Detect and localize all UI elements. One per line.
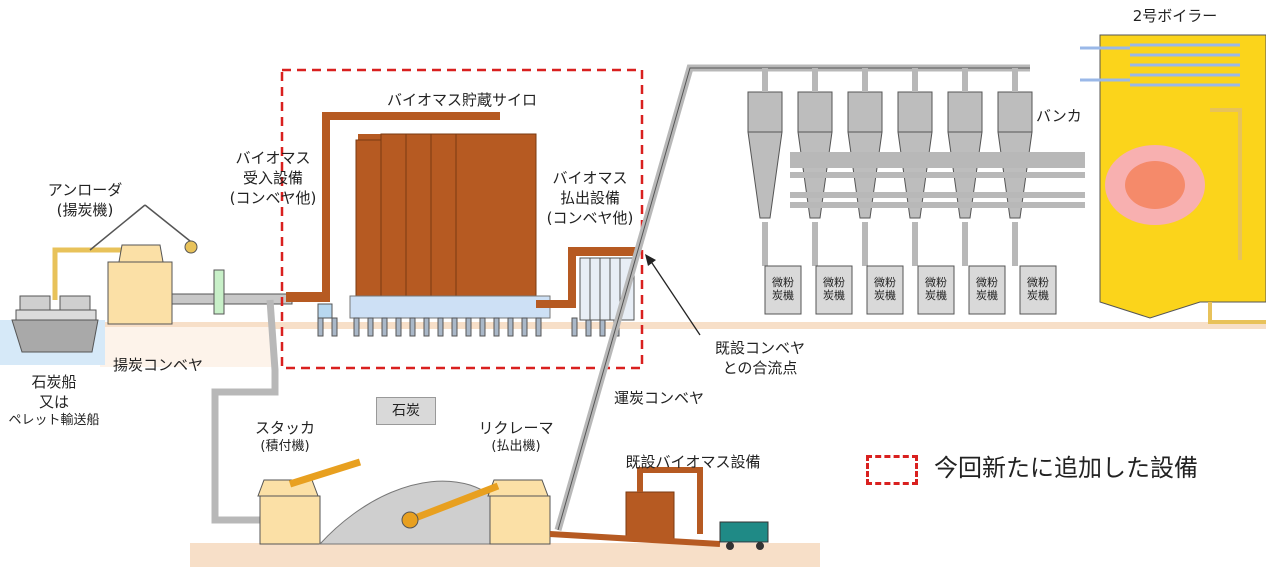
biomass-receiving-label-1: バイオマス bbox=[235, 149, 311, 167]
junction-label: 既設コンベヤ との合流点 bbox=[700, 338, 820, 378]
unloader-label: アンローダ (揚炭機) bbox=[30, 180, 140, 220]
yard-feed-pipe bbox=[211, 299, 279, 524]
coal-ship-label-1: 石炭船 bbox=[31, 373, 77, 391]
coal-transport-conveyor-label: 運炭コンベヤ bbox=[613, 389, 704, 407]
biomass-receiving-label-2: 受入設備 bbox=[242, 169, 303, 187]
mill-label-1: 微粉 bbox=[823, 276, 845, 289]
pulverizers bbox=[764, 265, 1057, 315]
coal-ship-label: 石炭船 又は ペレット輸送船 bbox=[4, 372, 104, 429]
mill-label-2: 炭機 bbox=[772, 289, 794, 302]
stacker-label-1: スタッカ bbox=[254, 419, 315, 437]
ground-lower bbox=[190, 543, 820, 567]
mill-label: 微粉 炭機 bbox=[970, 276, 1004, 302]
biomass-dispensing-label-2: 払出設備 bbox=[559, 189, 620, 207]
existing-biomass-label: 既設バイオマス設備 bbox=[625, 453, 761, 471]
biomass-silos bbox=[349, 133, 551, 319]
reclaimer-label: リクレーマ (払出機) bbox=[468, 418, 564, 455]
mill-label: 微粉 炭機 bbox=[868, 276, 902, 302]
mill-label-2: 炭機 bbox=[874, 289, 896, 302]
stacker-label-2: (積付機) bbox=[260, 439, 310, 454]
coal-ship-label-3: ペレット輸送船 bbox=[8, 413, 100, 428]
mill-label: 微粉 炭機 bbox=[817, 276, 851, 302]
biomass-receiving-label-3: (コンベヤ他) bbox=[229, 189, 317, 207]
junction-arrowhead bbox=[645, 254, 656, 266]
boiler-label: 2号ボイラー bbox=[1132, 7, 1218, 25]
biomass-silo-label: バイオマス貯蔵サイロ bbox=[386, 91, 537, 109]
legend-text: 今回新たに追加した設備 bbox=[934, 454, 1198, 482]
stacker bbox=[257, 458, 362, 545]
bunker-mill-row bbox=[747, 68, 1085, 315]
existing-biomass-equipment bbox=[549, 467, 769, 550]
mill-label: 微粉 炭機 bbox=[766, 276, 800, 302]
mill-label-1: 微粉 bbox=[1027, 276, 1049, 289]
reclaimer-label-1: リクレーマ bbox=[478, 419, 554, 437]
mill-label-1: 微粉 bbox=[772, 276, 794, 289]
unloader bbox=[52, 204, 198, 325]
mill-label: 微粉 炭機 bbox=[919, 276, 953, 302]
mill-label: 微粉 炭機 bbox=[1021, 276, 1055, 302]
legend-dashed-box bbox=[866, 455, 918, 485]
new-facility-border bbox=[280, 68, 644, 370]
unloading-conveyor-belt bbox=[171, 293, 293, 305]
mill-label-2: 炭機 bbox=[823, 289, 845, 302]
junction-label-1: 既設コンベヤ bbox=[714, 339, 805, 357]
stacker-label: スタッカ (積付機) bbox=[240, 418, 330, 455]
unloader-label-2: (揚炭機) bbox=[56, 201, 114, 219]
coal-ship bbox=[11, 295, 99, 353]
biomass-dispensing-label-1: バイオマス bbox=[552, 169, 628, 187]
ground-upper bbox=[100, 322, 1266, 329]
unloader-label-1: アンローダ bbox=[47, 181, 123, 199]
junction-arrow bbox=[649, 259, 701, 336]
reclaimer-label-2: (払出機) bbox=[491, 439, 541, 454]
biomass-dispensing-label: バイオマス 払出設備 (コンベヤ他) bbox=[540, 168, 640, 228]
coal-label-box: 石炭 bbox=[376, 397, 436, 425]
biomass-dispensing-label-3: (コンベヤ他) bbox=[546, 209, 634, 227]
mill-label-1: 微粉 bbox=[925, 276, 947, 289]
unloading-conveyor-tower bbox=[213, 269, 225, 315]
ground-upper-deep bbox=[100, 327, 275, 367]
mill-label-2: 炭機 bbox=[976, 289, 998, 302]
reclaimer bbox=[401, 479, 551, 545]
mill-feed-pipes bbox=[762, 68, 1085, 266]
junction-label-2: との合流点 bbox=[722, 359, 798, 377]
biomass-receiving-label: バイオマス 受入設備 (コンベヤ他) bbox=[220, 148, 326, 208]
mill-label-2: 炭機 bbox=[925, 289, 947, 302]
mill-label-1: 微粉 bbox=[976, 276, 998, 289]
coal-ship-label-2: 又は bbox=[38, 393, 69, 411]
unloading-conveyor-label: 揚炭コンベヤ bbox=[112, 356, 203, 374]
biomass-receiving-conveyor bbox=[286, 112, 500, 319]
bunker-label: バンカ bbox=[1036, 107, 1082, 125]
mill-label-2: 炭機 bbox=[1027, 289, 1049, 302]
mill-label-1: 微粉 bbox=[874, 276, 896, 289]
boiler bbox=[1080, 34, 1266, 324]
